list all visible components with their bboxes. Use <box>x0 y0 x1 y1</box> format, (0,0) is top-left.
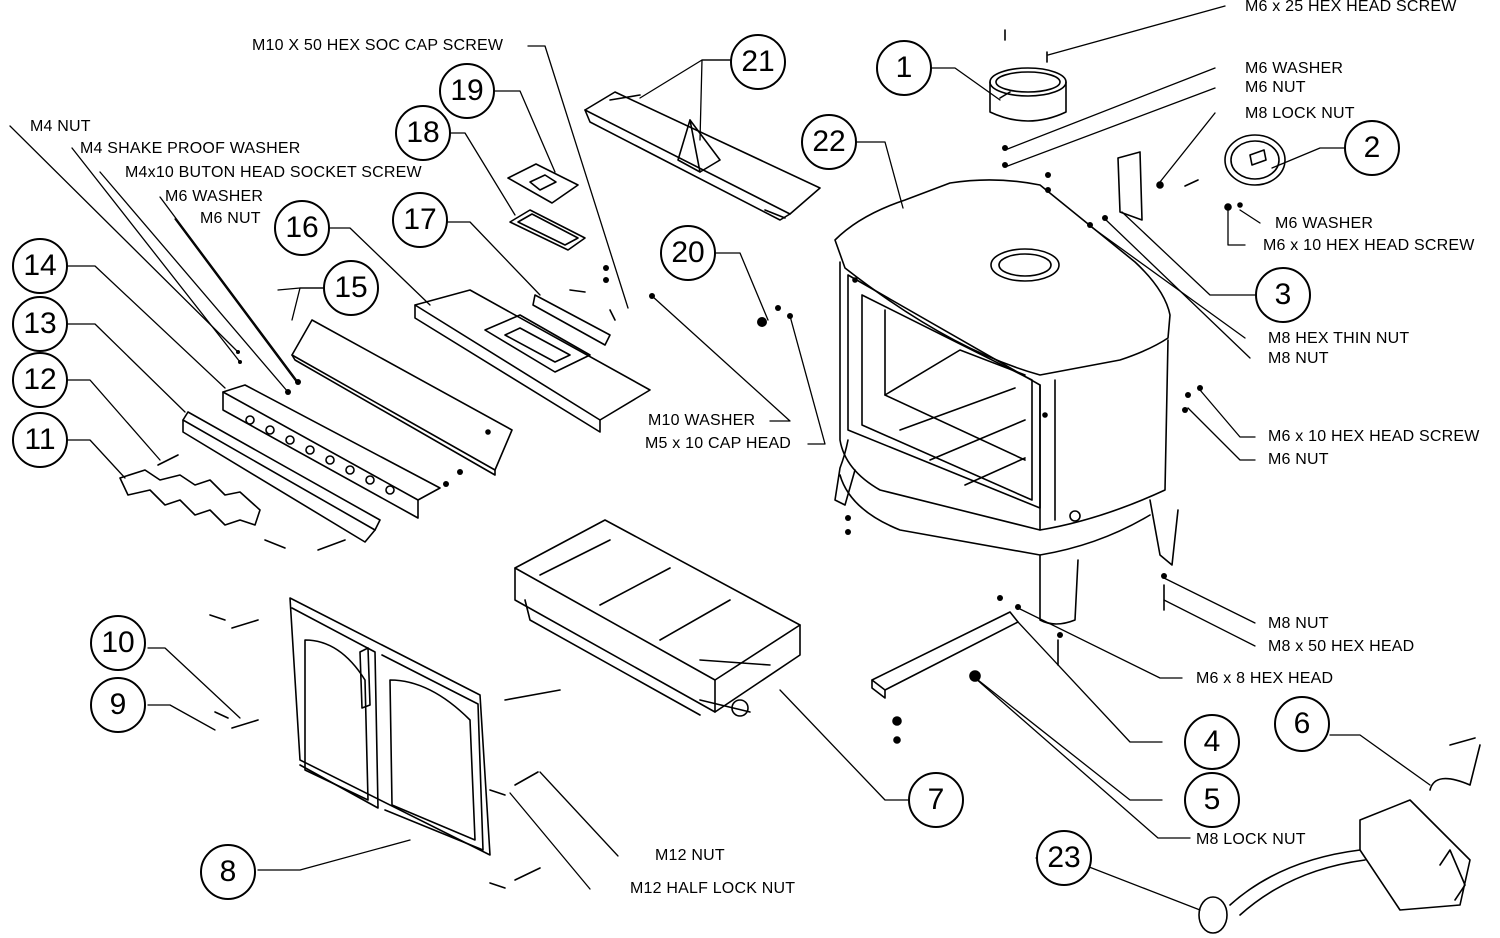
door-assembly-drawing <box>209 597 541 889</box>
label-m6-washer-left: M6 WASHER <box>165 188 264 205</box>
deflector-plate-drawing <box>291 319 513 476</box>
label-m6-washer-top: M6 WASHER <box>1245 60 1344 77</box>
callout-12: 12 <box>12 352 68 408</box>
callout-16: 16 <box>274 200 330 256</box>
label-m8-nut-mid: M8 NUT <box>1268 350 1329 367</box>
label-m8-lock-nut-low: M8 LOCK NUT <box>1196 831 1306 848</box>
label-m10x50-hex-soc-cap-screw: M10 X 50 HEX SOC CAP SCREW <box>252 37 504 54</box>
label-m6x10-hex-head-screw-top: M6 x 10 HEX HEAD SCREW <box>1263 237 1475 254</box>
label-m12-nut: M12 NUT <box>655 847 725 864</box>
callout-11: 11 <box>12 412 68 468</box>
label-m8-lock-nut-top: M8 LOCK NUT <box>1245 105 1355 122</box>
callout-3: 3 <box>1255 267 1311 323</box>
label-m6-nut-left: M6 NUT <box>200 210 261 227</box>
callout-10: 10 <box>90 615 146 671</box>
callout-13: 13 <box>12 296 68 352</box>
label-m12-half-lock-nut: M12 HALF LOCK NUT <box>630 880 796 897</box>
air-control-drawing <box>1198 737 1481 934</box>
callout-6: 6 <box>1274 696 1330 752</box>
label-m8x50-hex-head: M8 x 50 HEX HEAD <box>1268 638 1415 655</box>
callout-8: 8 <box>200 844 256 900</box>
callout-23: 23 <box>1036 830 1092 886</box>
airwash-assembly-drawing <box>182 384 441 543</box>
label-m6x10-hex-head-screw-mid: M6 x 10 HEX HEAD SCREW <box>1268 428 1480 445</box>
label-m8-nut-low: M8 NUT <box>1268 615 1329 632</box>
throat-plate-drawing <box>507 163 586 251</box>
label-m10-washer: M10 WASHER <box>648 412 756 429</box>
callout-14: 14 <box>12 238 68 294</box>
slide-control-drawing <box>119 454 346 551</box>
stove-body-drawing <box>834 179 1179 625</box>
label-m6x25-hex-head-screw: M6 x 25 HEX HEAD SCREW <box>1245 0 1457 15</box>
label-m6-nut-top: M6 NUT <box>1245 79 1306 96</box>
callout-18: 18 <box>395 105 451 161</box>
callout-1: 1 <box>876 40 932 96</box>
label-m6-nut-mid: M6 NUT <box>1268 451 1329 468</box>
label-m6x8-hex-head: M6 x 8 HEX HEAD <box>1196 670 1334 687</box>
label-m5x10-cap-head: M5 x 10 CAP HEAD <box>645 435 792 452</box>
callout-5: 5 <box>1184 772 1240 828</box>
grate-assembly-drawing <box>504 519 801 717</box>
callout-21: 21 <box>730 34 786 90</box>
callout-19: 19 <box>439 63 495 119</box>
callout-4: 4 <box>1184 714 1240 770</box>
callout-20: 20 <box>660 225 716 281</box>
flue-collar-drawing <box>989 29 1067 122</box>
leader-lines <box>9 5 1431 911</box>
callout-7: 7 <box>908 772 964 828</box>
callout-9: 9 <box>90 677 146 733</box>
callout-2: 2 <box>1344 120 1400 176</box>
label-m8-hex-thin-nut: M8 HEX THIN NUT <box>1268 330 1410 347</box>
callout-17: 17 <box>392 192 448 248</box>
label-m6-washer-right: M6 WASHER <box>1275 215 1374 232</box>
label-m4-nut: M4 NUT <box>30 118 91 135</box>
callout-22: 22 <box>801 114 857 170</box>
baffle-support-drawing <box>414 289 651 433</box>
callout-15: 15 <box>323 260 379 316</box>
label-m4-shake-proof-washer: M4 SHAKE PROOF WASHER <box>80 140 301 157</box>
label-m4x10-button-head-socket-screw: M4x10 BUTON HEAD SOCKET SCREW <box>125 164 422 181</box>
blanking-plate-drawing <box>1117 134 1286 221</box>
baffle-plate-drawing <box>584 91 821 221</box>
